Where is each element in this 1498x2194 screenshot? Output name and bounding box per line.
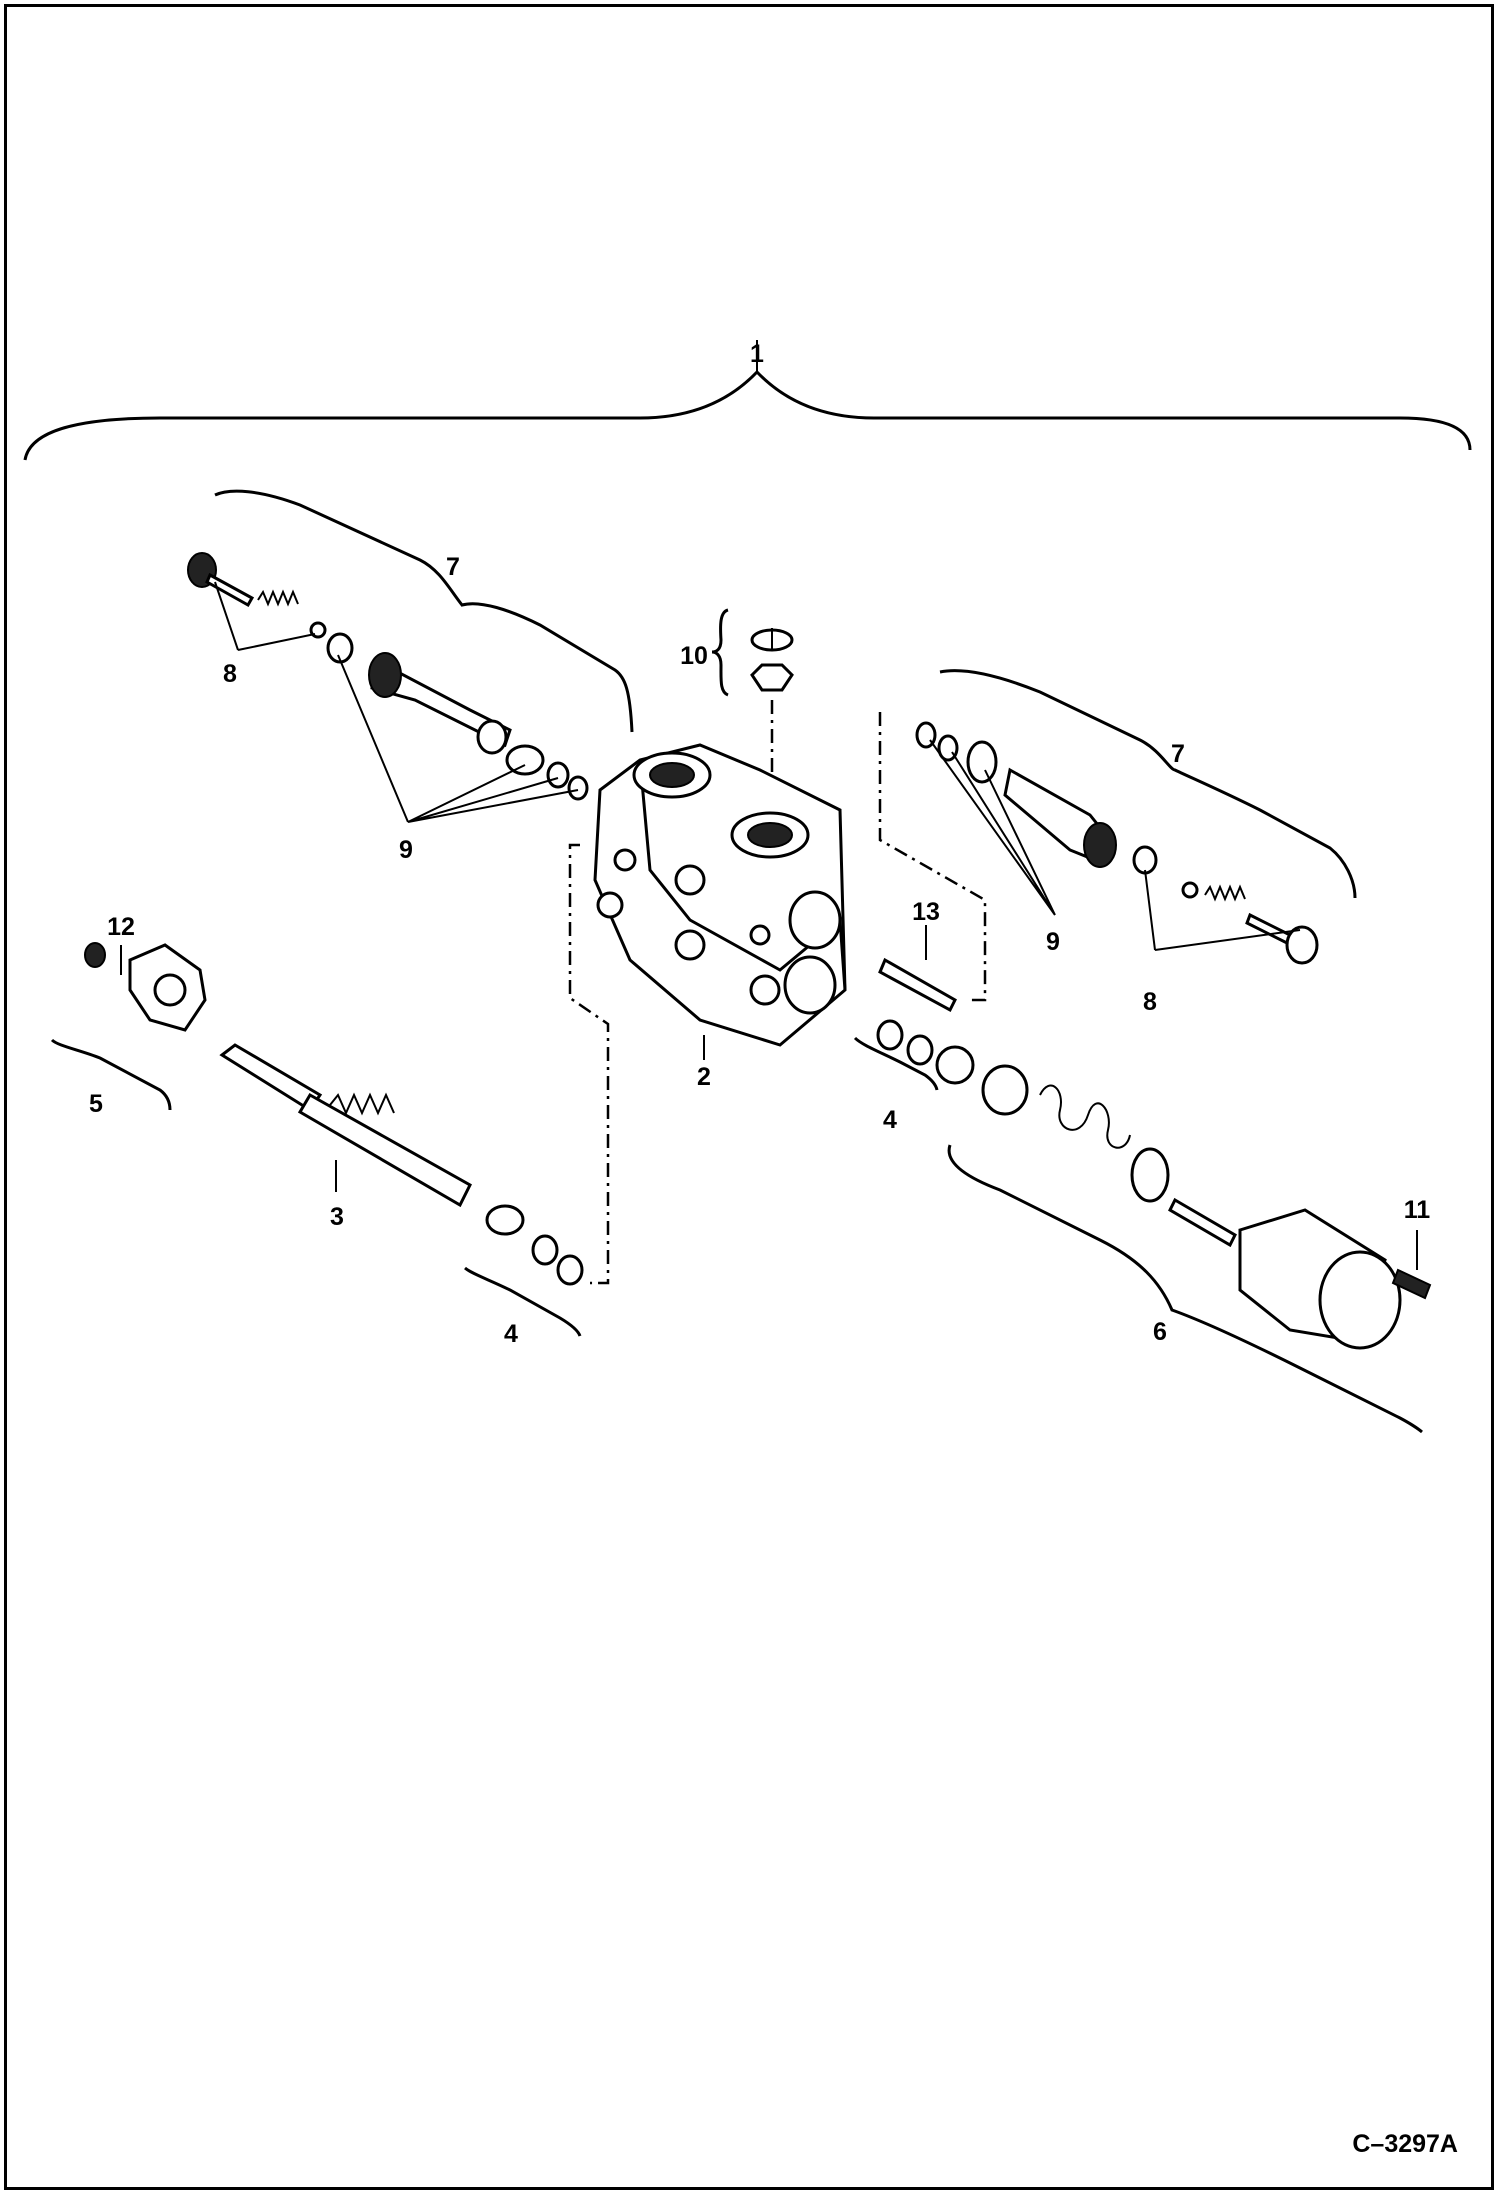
callout-9-left: 9	[399, 836, 413, 864]
callout-7-right: 7	[1171, 740, 1185, 768]
item-5-cover	[84, 942, 207, 1032]
item-6-spring-assembly	[876, 1019, 1432, 1350]
callout-1: 1	[750, 340, 764, 368]
brace-7-left	[214, 489, 634, 733]
callout-4-right: 4	[883, 1106, 897, 1134]
brace-6	[947, 1144, 1423, 1434]
callout-13: 13	[912, 898, 940, 926]
brace-1	[23, 369, 1472, 461]
callout-2: 2	[697, 1063, 711, 1091]
guide-left	[568, 843, 610, 1285]
callout-8-left: 8	[223, 660, 237, 688]
callout-8-right: 8	[1143, 988, 1157, 1016]
figure-reference-code: C–3297A	[1352, 2130, 1458, 2158]
callout-12: 12	[107, 913, 135, 941]
item-10-washer-nut	[750, 628, 794, 692]
leader-9-right	[929, 739, 1056, 916]
relief-valve-left	[187, 552, 589, 801]
brace-4-left	[464, 1266, 582, 1337]
item-3-spool	[219, 1043, 584, 1286]
guide-right	[878, 712, 987, 1002]
leader-8-left	[214, 581, 316, 651]
brace-4-right	[853, 1036, 939, 1091]
callout-6: 6	[1153, 1318, 1167, 1346]
item-13-plug	[878, 957, 957, 1013]
brace-5	[50, 1038, 172, 1111]
callout-7-left: 7	[446, 553, 460, 581]
leader-9-left	[337, 654, 579, 823]
callout-10: 10	[680, 642, 708, 670]
callout-11: 11	[1404, 1196, 1431, 1224]
relief-valve-right	[915, 721, 1319, 965]
callout-4-left: 4	[504, 1320, 518, 1348]
page-border	[4, 4, 1494, 2190]
callout-5: 5	[89, 1090, 103, 1118]
callout-9-right: 9	[1046, 928, 1060, 956]
leader-8-right	[1144, 869, 1301, 951]
valve-body	[593, 743, 847, 1047]
brace-7-right	[939, 669, 1357, 899]
brace-10	[711, 608, 729, 697]
callout-3: 3	[330, 1203, 344, 1231]
